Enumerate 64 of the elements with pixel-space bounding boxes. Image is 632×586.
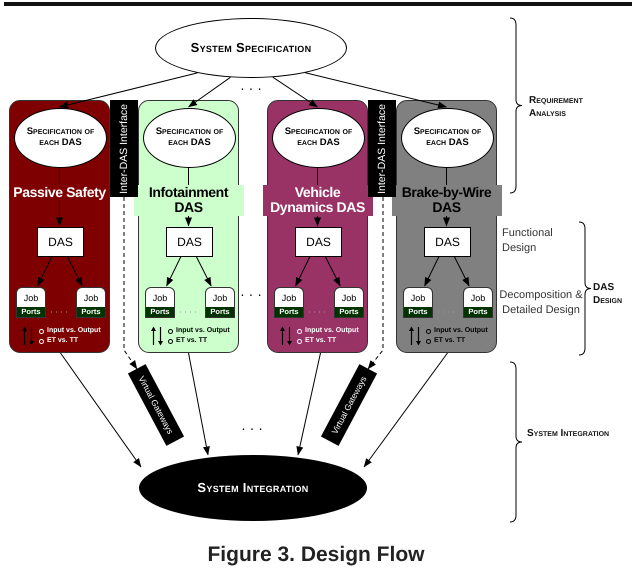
arrow — [295, 256, 311, 286]
arrow — [364, 352, 448, 468]
das-panel — [9, 100, 110, 353]
arrow — [196, 256, 212, 286]
job-label: Job — [470, 292, 486, 304]
das-title: Brake-by-Wire DAS — [392, 185, 502, 216]
job-box — [76, 287, 106, 318]
step-label: Decomposition & Detailed Design — [498, 288, 584, 318]
figure-caption: Figure 3. Design Flow — [206, 543, 426, 567]
phase-label: System Integration — [527, 427, 610, 440]
interface-bar: Inter-DAS Interface — [110, 100, 138, 197]
arrow — [443, 166, 450, 226]
arrow — [185, 166, 192, 226]
job-box — [463, 287, 493, 318]
specification-ellipse: System Specification — [155, 18, 347, 78]
das-title: Infotainment DAS — [134, 185, 244, 216]
job-label: Job — [340, 292, 358, 304]
das-title: Vehicle Dynamics DAS — [262, 185, 372, 216]
ellipsis: · · · — [239, 286, 263, 302]
step-label: Functional Design — [502, 226, 554, 256]
process-box: DAS — [295, 227, 342, 257]
arrow — [166, 256, 182, 286]
process-box: DAS — [37, 227, 84, 257]
ellipsis: · · · — [239, 80, 263, 96]
job-box — [205, 287, 235, 318]
arrow — [296, 352, 321, 456]
process-box: DAS — [424, 227, 471, 257]
process-box: DAS — [166, 227, 213, 257]
job-box — [16, 287, 46, 318]
phase-label: Requirement Analysis — [529, 94, 584, 120]
job-label: Job — [410, 292, 426, 304]
arrow — [59, 72, 198, 108]
phase-label: DAS Design — [593, 281, 624, 307]
das-title: Passive Safety — [13, 185, 106, 200]
specification-ellipse: Specification of each DAS — [14, 108, 107, 168]
arrow — [60, 352, 142, 468]
job-box — [334, 287, 364, 318]
job-label: Job — [280, 292, 298, 304]
specification-ellipse: Specification of each DAS — [143, 108, 236, 168]
arrow — [56, 166, 63, 226]
arrow — [272, 76, 318, 108]
job-label: Job — [212, 292, 228, 304]
job-label: Job — [22, 292, 40, 304]
arrow — [66, 256, 83, 286]
arrow — [37, 256, 53, 286]
job-box — [403, 287, 433, 318]
specification-ellipse: Specification of each DAS — [401, 108, 494, 168]
integration-ellipse: System Integration — [139, 455, 367, 521]
arrow — [454, 256, 470, 286]
dashed-arrow — [368, 196, 384, 370]
arrow — [304, 72, 447, 108]
arrow — [188, 352, 210, 456]
arrow — [324, 256, 341, 286]
arrow — [188, 76, 231, 108]
arrow — [314, 166, 321, 226]
dashed-arrow — [124, 196, 138, 370]
specification-ellipse: Specification of each DAS — [272, 108, 365, 168]
arrow — [424, 256, 440, 286]
job-box — [145, 287, 175, 318]
ellipsis: · · · — [240, 420, 264, 436]
job-box — [274, 287, 304, 318]
interface-bar: Inter-DAS Interface — [368, 100, 396, 197]
job-label: Job — [152, 292, 168, 304]
job-label: Job — [82, 292, 100, 304]
